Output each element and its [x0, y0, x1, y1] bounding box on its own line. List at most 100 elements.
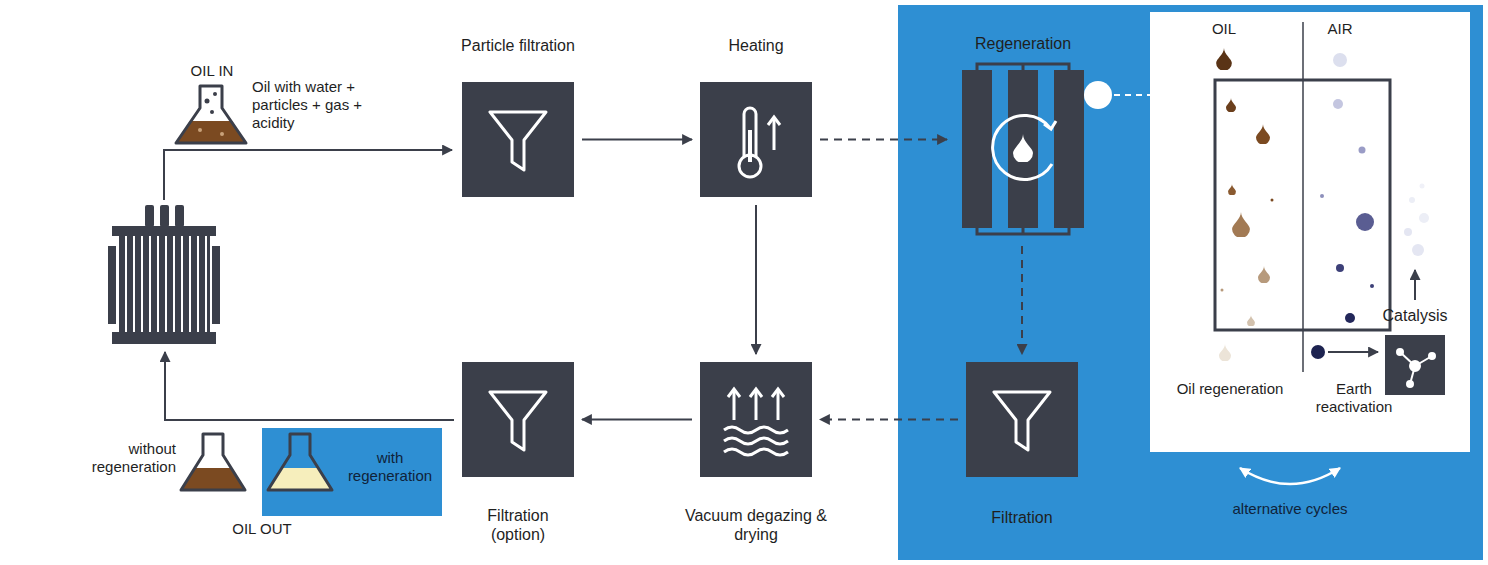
drawing-rect — [966, 362, 1078, 477]
drawing-circle — [1429, 353, 1435, 359]
node-label: Particle filtration — [423, 36, 613, 55]
drawing-circle — [213, 92, 217, 96]
drawing-rect — [462, 82, 574, 197]
drawing-circle — [1419, 213, 1429, 223]
drawing-use — [1219, 344, 1231, 361]
drawing-path — [176, 86, 246, 143]
drawing-use — [1228, 184, 1236, 195]
dashed-connector — [820, 139, 947, 141]
drawing-path — [772, 389, 784, 397]
drawing-circle — [1412, 244, 1424, 256]
drawing-rect — [108, 246, 116, 324]
drawing-use — [1216, 48, 1232, 71]
drawing-circle — [1271, 199, 1274, 202]
funnel-icon — [994, 392, 1050, 450]
drawing-circle — [1420, 184, 1425, 189]
drawing-path — [993, 115, 1052, 179]
cycle-label: alternative cycles — [1210, 500, 1370, 518]
node-label: Oil regeneration — [1175, 380, 1285, 398]
drawing-circle — [1320, 194, 1324, 198]
drawing-use — [1258, 266, 1270, 283]
drawing-rect — [462, 362, 574, 477]
cycle-arrow — [1240, 468, 1340, 484]
process-box: Particle filtration — [462, 82, 574, 197]
drawing-rect — [118, 236, 210, 332]
flask-without-regeneration — [181, 434, 245, 490]
flow-line — [164, 150, 452, 200]
transformer-symbol — [108, 205, 220, 344]
molecule-icon — [1397, 349, 1435, 387]
drawing-circle — [1397, 349, 1403, 355]
process-box: Filtration (option) — [462, 362, 574, 477]
node-label: with regeneration — [340, 449, 440, 485]
drawing-circle — [1359, 147, 1366, 154]
drawing-circle — [220, 132, 224, 136]
flow-arrow — [582, 139, 692, 141]
process-box: Heating — [700, 82, 812, 197]
drawing-path — [724, 427, 788, 433]
drawing-path — [724, 449, 788, 455]
drawing-rect — [1385, 335, 1445, 395]
drawing-rect — [962, 70, 992, 228]
node-label: Filtration (option) — [458, 506, 578, 544]
drawing-rect — [112, 226, 216, 236]
node-label: Catalysis — [1370, 306, 1460, 325]
drawing-rect — [700, 82, 812, 197]
drawing-path — [181, 468, 245, 490]
drawing-circle — [1356, 213, 1374, 231]
drawing-use — [1232, 212, 1250, 238]
drawing-line — [773, 118, 776, 150]
flow-line — [165, 352, 454, 420]
drawing-path — [728, 389, 740, 397]
drawing-path — [268, 434, 332, 490]
drawing-path — [268, 468, 332, 490]
drawing-circle — [1370, 284, 1374, 288]
drawing-rect — [160, 205, 169, 227]
drawing-rect — [1054, 70, 1084, 228]
drawing-use — [1256, 124, 1270, 144]
process-boxes — [462, 82, 1445, 477]
input-note: Oil with water + particles + gas + acidi… — [252, 78, 384, 132]
drawing-circle — [1409, 197, 1415, 203]
node-label: Regeneration — [948, 34, 1098, 53]
drawing-circle — [1410, 361, 1420, 371]
drawing-path — [1044, 121, 1056, 129]
drawing-circle — [1404, 228, 1412, 236]
drawing-line — [733, 390, 736, 420]
process-box: Vacuum degazing & drying — [700, 362, 812, 477]
column-heading: OIL — [1194, 20, 1254, 38]
drawing-circle — [1345, 313, 1355, 323]
drawing-rect — [1215, 80, 1390, 330]
drawing-circle — [1336, 264, 1344, 272]
dashed-connector — [820, 419, 958, 421]
drawing-circle — [1333, 53, 1347, 67]
node-label: Heating — [681, 36, 831, 55]
output-label-box: with regeneration — [262, 428, 442, 516]
drawing-circle — [198, 128, 202, 132]
drawing-rect — [212, 246, 220, 324]
drawing-line — [1302, 22, 1304, 372]
drawing-circle — [1311, 345, 1325, 359]
drawing-rect — [700, 362, 812, 477]
drawing-rect — [112, 332, 216, 344]
drawing-circle — [210, 110, 214, 114]
vacuum-icon — [724, 389, 788, 455]
inset-panel — [1150, 12, 1470, 452]
drawing-path — [181, 434, 245, 490]
regeneration-band — [898, 5, 1483, 560]
drawing-rect — [175, 205, 184, 227]
detail-panel: OILAIROil regenerationEarth reactivation… — [1150, 12, 1470, 452]
node-label: Vacuum degazing & drying — [676, 506, 836, 544]
drawing-rect — [145, 205, 154, 227]
drawing-line — [1414, 270, 1416, 300]
drawing-line — [755, 390, 758, 420]
drawing-use — [1013, 134, 1033, 163]
flow-label: OIL IN — [167, 62, 257, 80]
dashed-connector — [1021, 246, 1023, 354]
drawing-circle — [205, 99, 210, 104]
column-heading: AIR — [1310, 20, 1370, 38]
drawing-circle — [1407, 381, 1413, 387]
